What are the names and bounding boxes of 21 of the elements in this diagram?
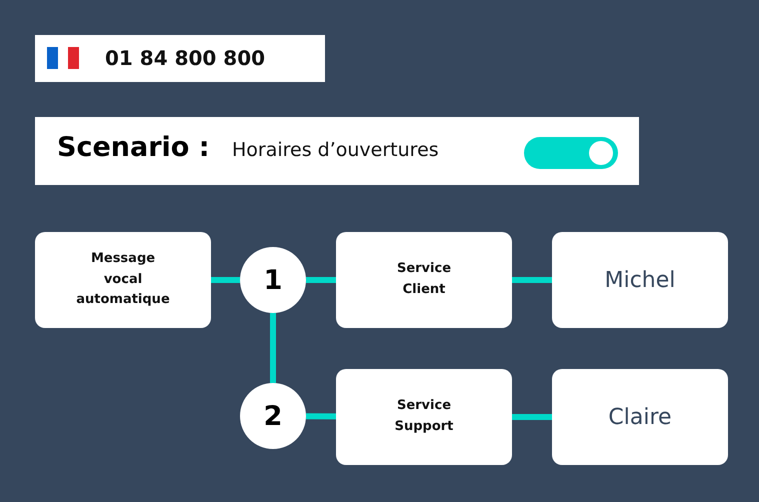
- box-label: Service Support: [394, 397, 454, 436]
- connector-line: [211, 277, 240, 283]
- step-number: 2: [264, 400, 282, 432]
- process-box: [336, 232, 512, 328]
- phone-number: 01 84 800 800: [105, 46, 266, 70]
- connector-line: [306, 277, 336, 283]
- connector-line: [512, 414, 552, 420]
- agent-name: Michel: [604, 268, 676, 292]
- connector-line: [270, 313, 276, 383]
- connector-line: [306, 413, 336, 420]
- box-label: Message vocal automatique: [75, 250, 171, 310]
- box-label: Service Client: [396, 260, 452, 299]
- agent-name: Claire: [608, 404, 672, 430]
- process-box: [35, 232, 211, 328]
- agent-box: [552, 232, 728, 328]
- step-number: 1: [264, 264, 282, 296]
- agent-box: [552, 369, 728, 465]
- scenario-heading: Scenario :: [57, 132, 210, 163]
- connector-line: [512, 277, 552, 283]
- scenario-name: Horaires d’ouvertures: [232, 139, 439, 161]
- process-box: [336, 369, 512, 465]
